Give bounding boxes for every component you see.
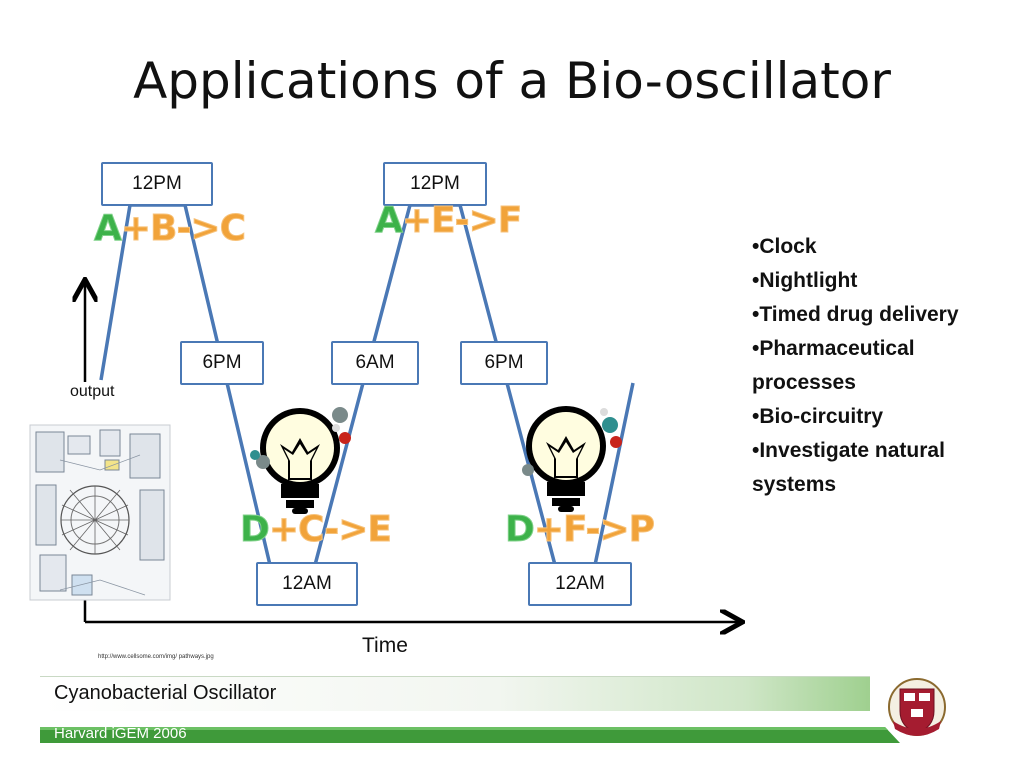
time-label-6am: 6AM <box>331 341 419 385</box>
reaction-reactant: D <box>505 509 536 551</box>
list-item: •Investigate natural systems <box>752 439 945 496</box>
reaction-rest: +C->E <box>268 509 392 551</box>
time-label-12pm-2: 12PM <box>383 162 487 206</box>
reaction-rest: +F->P <box>533 509 655 551</box>
reaction-a-e-f: A+E->F <box>375 200 523 242</box>
time-label-12pm-1: 12PM <box>101 162 213 206</box>
footer-banner <box>40 676 870 711</box>
reaction-reactant: A <box>94 208 123 250</box>
reaction-rest: +E->F <box>401 200 522 242</box>
list-item: •Bio-circuitry <box>752 405 884 428</box>
image-credit: http://www.cellsome.com/img/ pathways.jp… <box>98 654 214 660</box>
x-axis-label: Time <box>362 634 408 657</box>
footer-course-title: Cyanobacterial Oscillator <box>54 682 277 704</box>
lightbulb-icon <box>526 406 606 512</box>
reaction-d-c-e: D+C->E <box>240 509 393 551</box>
time-label-6pm-2: 6PM <box>460 341 548 385</box>
reaction-d-f-p: D+F->P <box>505 509 656 551</box>
time-label-12am-2: 12AM <box>528 562 632 606</box>
molecule-icon <box>522 408 622 476</box>
applications-list: •Clock •Nightlight •Timed drug delivery … <box>752 230 1017 502</box>
time-label-12am-1: 12AM <box>256 562 358 606</box>
list-item: •Pharmaceutical processes <box>752 337 915 394</box>
molecule-icon <box>250 407 351 469</box>
harvard-crest-logo <box>888 678 946 736</box>
list-item: •Timed drug delivery <box>752 303 959 326</box>
pathway-map-image <box>29 424 171 601</box>
lightbulb-icon <box>260 408 340 514</box>
page-title: Applications of a Bio-oscillator <box>133 52 891 110</box>
reaction-rest: +B->C <box>120 208 246 250</box>
list-item: •Clock <box>752 235 817 258</box>
reaction-reactant: A <box>375 200 404 242</box>
y-axis-label: output <box>70 383 115 400</box>
list-item: •Nightlight <box>752 269 858 292</box>
reaction-a-b-c: A+B->C <box>94 208 247 250</box>
time-label-6pm-1: 6PM <box>180 341 264 385</box>
reaction-reactant: D <box>240 509 271 551</box>
footer-team-banner <box>40 727 900 743</box>
footer-team-name: Harvard iGEM 2006 <box>54 725 187 742</box>
